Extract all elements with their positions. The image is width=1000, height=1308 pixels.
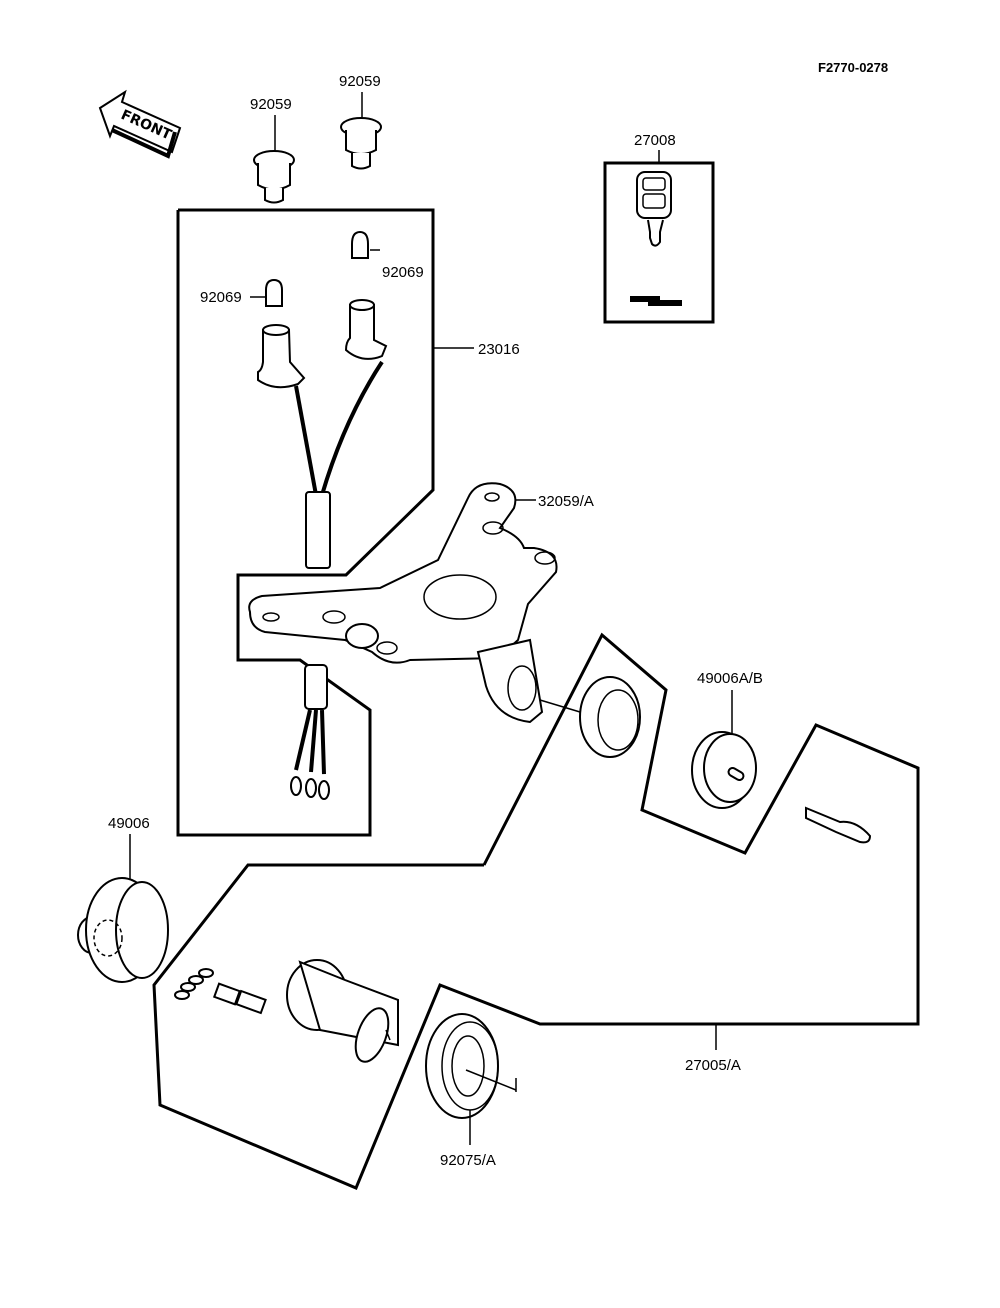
grommet-left[interactable]: 92059 xyxy=(250,96,295,204)
part-label-switch-assembly: 27005/A xyxy=(685,1057,741,1074)
front-arrow-icon: FRONT xyxy=(98,89,182,159)
grommet-right[interactable]: 92059 xyxy=(339,73,382,170)
bulb-right[interactable]: 92069 xyxy=(351,230,424,281)
part-label-bulb-right: 92069 xyxy=(382,264,424,281)
washer[interactable]: 92075/A xyxy=(425,1013,517,1169)
part-label-bracket: 32059/A xyxy=(538,493,594,510)
key-blank[interactable]: 27008 xyxy=(603,132,715,324)
bulb-left[interactable]: 92069 xyxy=(200,278,283,307)
part-label-bulb-left: 92069 xyxy=(200,289,242,306)
part-label-grommet-right: 92059 xyxy=(339,73,381,90)
reference-code: F2770-0278 xyxy=(818,60,888,75)
switch-assembly[interactable]: 27005/A xyxy=(152,632,920,1190)
part-label-key-blank: 27008 xyxy=(634,132,676,149)
part-label-washer: 92075/A xyxy=(440,1152,496,1169)
part-label-cover: 49006 xyxy=(108,815,150,832)
socket-assembly[interactable]: 23016 92069 92069 xyxy=(176,208,520,837)
bracket[interactable]: 32059/A xyxy=(248,482,594,724)
nut xyxy=(539,676,641,758)
cap-set[interactable]: 49006A/B xyxy=(691,670,763,809)
part-label-socket-assembly: 23016 xyxy=(478,341,520,358)
part-label-grommet-left: 92059 xyxy=(250,96,292,113)
part-label-cap-set: 49006A/B xyxy=(697,670,763,687)
cover[interactable]: 49006 xyxy=(77,815,169,983)
